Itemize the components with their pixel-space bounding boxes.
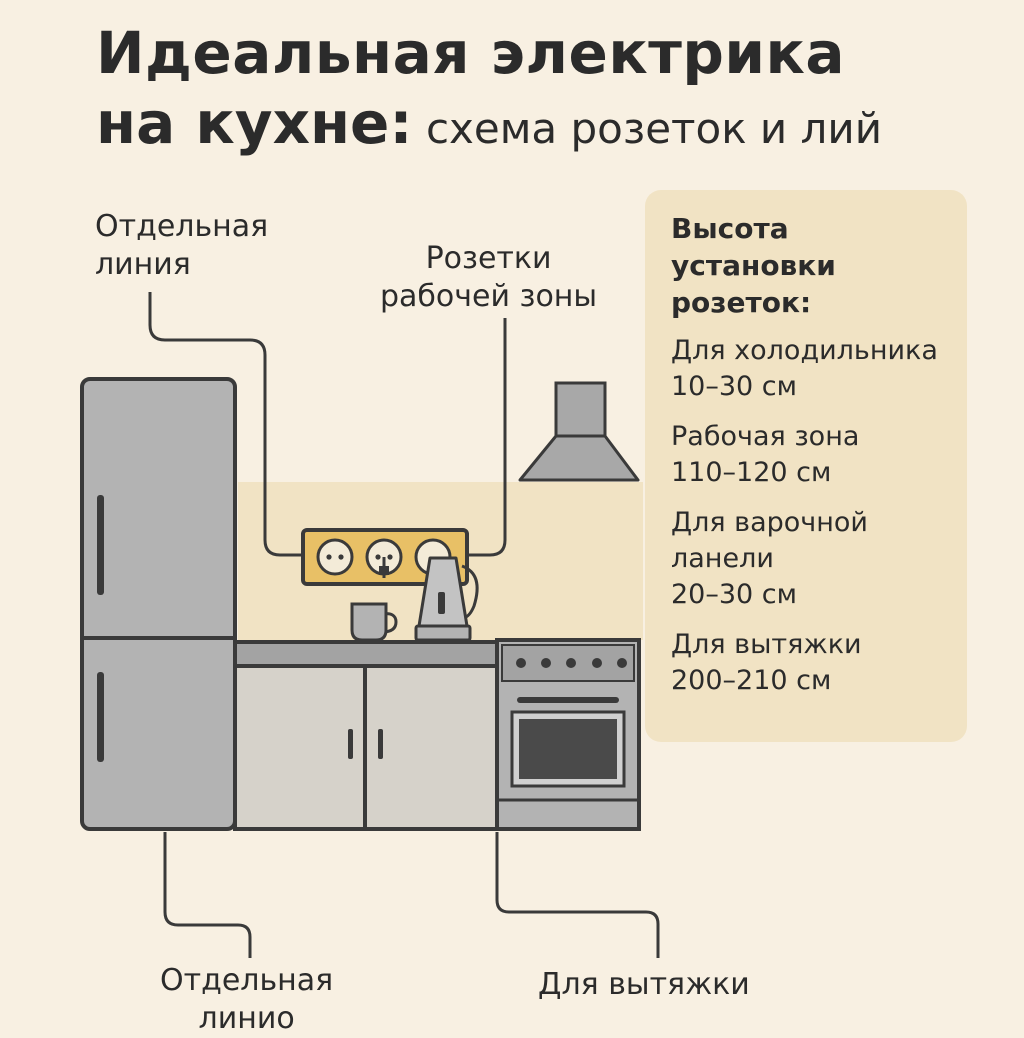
- label-separate-line-bottom: Отдельная линио: [160, 963, 334, 1036]
- title-line-2-bold: на кухне:: [96, 88, 413, 157]
- page-title: Идеальная электрика на кухне: схема розе…: [96, 19, 882, 157]
- countertop: [233, 640, 499, 668]
- wire-hood-line: [495, 832, 660, 958]
- title-line-1: Идеальная электрика: [96, 19, 845, 87]
- label-work-zone-sockets: Розетки рабочей зоны: [380, 241, 598, 314]
- cup-icon: [350, 602, 398, 642]
- title-line-2-rest: схема розеток и лий: [412, 103, 882, 153]
- label-separate-line: Отдельная линия: [95, 209, 269, 282]
- kettle-icon: [414, 556, 479, 642]
- panel-item-label: Для вытяжки: [671, 629, 862, 660]
- panel-item-value: 200–210 см: [671, 665, 832, 696]
- wiring-lines: [148, 292, 660, 958]
- kitchen-hood-icon: [518, 381, 640, 482]
- panel-item-value: 110–120 см: [671, 457, 832, 488]
- panel-item-label: Для холодильника: [671, 335, 938, 366]
- stove-oven-icon: [495, 638, 641, 831]
- panel-heading: Высота установки розеток:: [671, 212, 836, 319]
- wire-separate-line: [148, 292, 305, 557]
- cabinet-icon: [233, 664, 499, 831]
- panel-item-fridge: Для холодильника 10–30 см: [671, 333, 967, 405]
- title-line-2: на кухне: схема розеток и лий: [96, 88, 882, 157]
- label-for-hood: Для вытяжки: [538, 967, 750, 1002]
- panel-item-value: 20–30 см: [671, 579, 798, 610]
- panel-item-cooktop: Для варочной ланели 20–30 см: [671, 505, 967, 613]
- panel-item-value: 10–30 см: [671, 371, 798, 402]
- panel-item-label: Рабочая зона: [671, 421, 860, 452]
- panel-item-work-zone: Рабочая зона 110–120 см: [671, 419, 967, 491]
- wire-work-zone: [465, 318, 507, 557]
- socket-2: [365, 538, 403, 578]
- socket-1: [316, 538, 354, 576]
- panel-item-label: Для варочной ланели: [671, 507, 868, 574]
- refrigerator-icon: [80, 377, 237, 831]
- wire-fridge-line: [163, 832, 252, 958]
- panel-item-hood: Для вытяжки 200–210 см: [671, 627, 967, 699]
- height-info-panel: Высота установки розеток: Для холодильни…: [645, 190, 967, 742]
